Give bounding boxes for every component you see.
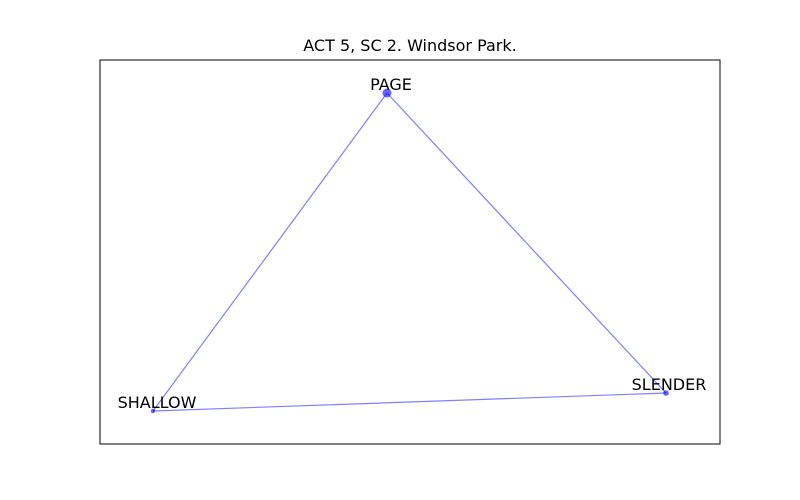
plot-frame [99, 59, 721, 445]
node-slender [663, 390, 669, 396]
edge-shallow-slender [152, 392, 667, 412]
node-page [382, 88, 392, 98]
node-label-page: PAGE [370, 75, 412, 94]
edge-layer [152, 92, 667, 412]
node-label-slender: SLENDER [632, 375, 707, 394]
label-layer: PAGE SHALLOW SLENDER [118, 75, 707, 412]
node-layer [150, 88, 669, 414]
node-label-shallow: SHALLOW [118, 393, 197, 412]
chart-title: ACT 5, SC 2. Windsor Park. [303, 36, 517, 55]
edge-page-shallow [152, 92, 388, 412]
node-shallow [150, 408, 156, 414]
edge-page-slender [386, 92, 667, 394]
